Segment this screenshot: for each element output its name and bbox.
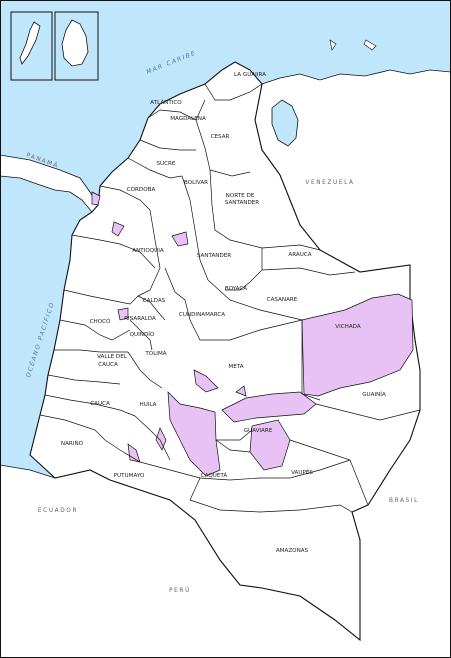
highlight-risaralda bbox=[117, 307, 129, 321]
highlight-guaviare-north bbox=[221, 391, 317, 423]
highlight-antioquia-west bbox=[111, 221, 125, 237]
label-atlantico: ATLÁNTICO bbox=[150, 99, 182, 106]
label-valle-2: CAUCA bbox=[98, 362, 118, 368]
island-2 bbox=[363, 39, 377, 51]
label-choco: CHOCÓ bbox=[90, 318, 111, 325]
label-cauca: CAUCA bbox=[90, 401, 110, 407]
label-caqueta: CAQUETÁ bbox=[201, 472, 228, 479]
label-magdalena: MAGDALENA bbox=[170, 116, 206, 122]
providencia-island bbox=[61, 19, 89, 67]
highlight-meta-tip bbox=[235, 385, 247, 397]
label-boyaca: BOYACÁ bbox=[225, 285, 247, 292]
brasil-label: BRASIL bbox=[389, 498, 419, 504]
inset-islands bbox=[10, 11, 99, 81]
label-guaviare: GUAVIARE bbox=[244, 428, 273, 434]
label-tolima: TOLIMA bbox=[144, 351, 166, 357]
label-bolivar: BOLÍVAR bbox=[184, 179, 208, 186]
island-1 bbox=[329, 39, 337, 51]
label-cordoba: CÓRDOBA bbox=[127, 186, 156, 193]
label-quindio: QUINDÍO bbox=[130, 331, 155, 338]
label-norte-santander-1: NORTE DE bbox=[226, 193, 255, 199]
label-vaupes: VAUPÉS bbox=[291, 468, 313, 476]
label-antioquia: ANTIOQUIA bbox=[132, 248, 164, 254]
highlight-cordoba bbox=[91, 191, 101, 206]
ecuador-label: ECUADOR bbox=[38, 508, 78, 514]
label-huila: HUILA bbox=[139, 402, 156, 408]
label-cesar: CESAR bbox=[211, 134, 230, 140]
label-santander: SANTANDER bbox=[197, 253, 232, 259]
label-meta: META bbox=[228, 364, 243, 370]
label-vichada: VICHADA bbox=[335, 324, 361, 330]
label-amazonas: AMAZONAS bbox=[276, 548, 309, 554]
highlighted-areas bbox=[91, 191, 414, 477]
label-putumayo: PUTUMAYO bbox=[114, 473, 145, 479]
label-guainia: GUAINÍA bbox=[362, 391, 386, 398]
highlight-meta-west bbox=[193, 369, 219, 393]
panama-land bbox=[0, 154, 99, 213]
san-andres-island bbox=[19, 21, 41, 65]
label-valle-1: VALLE DEL bbox=[97, 354, 128, 360]
label-risaralda: RISARALDA bbox=[124, 316, 156, 322]
label-cundinamarca: CUNDINAMARCA bbox=[179, 312, 225, 318]
label-casanare: CASANARE bbox=[267, 297, 298, 303]
label-la-guajira: LA GUAJIRA bbox=[234, 72, 266, 78]
department-labels: LA GUAJIRA ATLÁNTICO MAGDALENA CESAR SUC… bbox=[61, 72, 386, 554]
highlight-antioquia-east bbox=[171, 231, 189, 247]
highlight-vichada bbox=[301, 293, 414, 397]
venezuela-label: VENEZUELA bbox=[305, 180, 354, 186]
highlight-caqueta-west bbox=[155, 427, 167, 451]
label-norte-santander-2: SANTANDER bbox=[225, 200, 260, 206]
highlight-meta-south bbox=[167, 391, 221, 477]
label-caldas: CALDAS bbox=[143, 298, 166, 304]
department-borders bbox=[39, 83, 421, 513]
peru-label: PERÚ bbox=[169, 587, 191, 594]
label-sucre: SUCRE bbox=[157, 161, 176, 167]
lake-maracaibo bbox=[271, 99, 299, 147]
label-narino: NARIÑO bbox=[61, 440, 84, 447]
label-arauca: ARAUCA bbox=[288, 252, 311, 258]
